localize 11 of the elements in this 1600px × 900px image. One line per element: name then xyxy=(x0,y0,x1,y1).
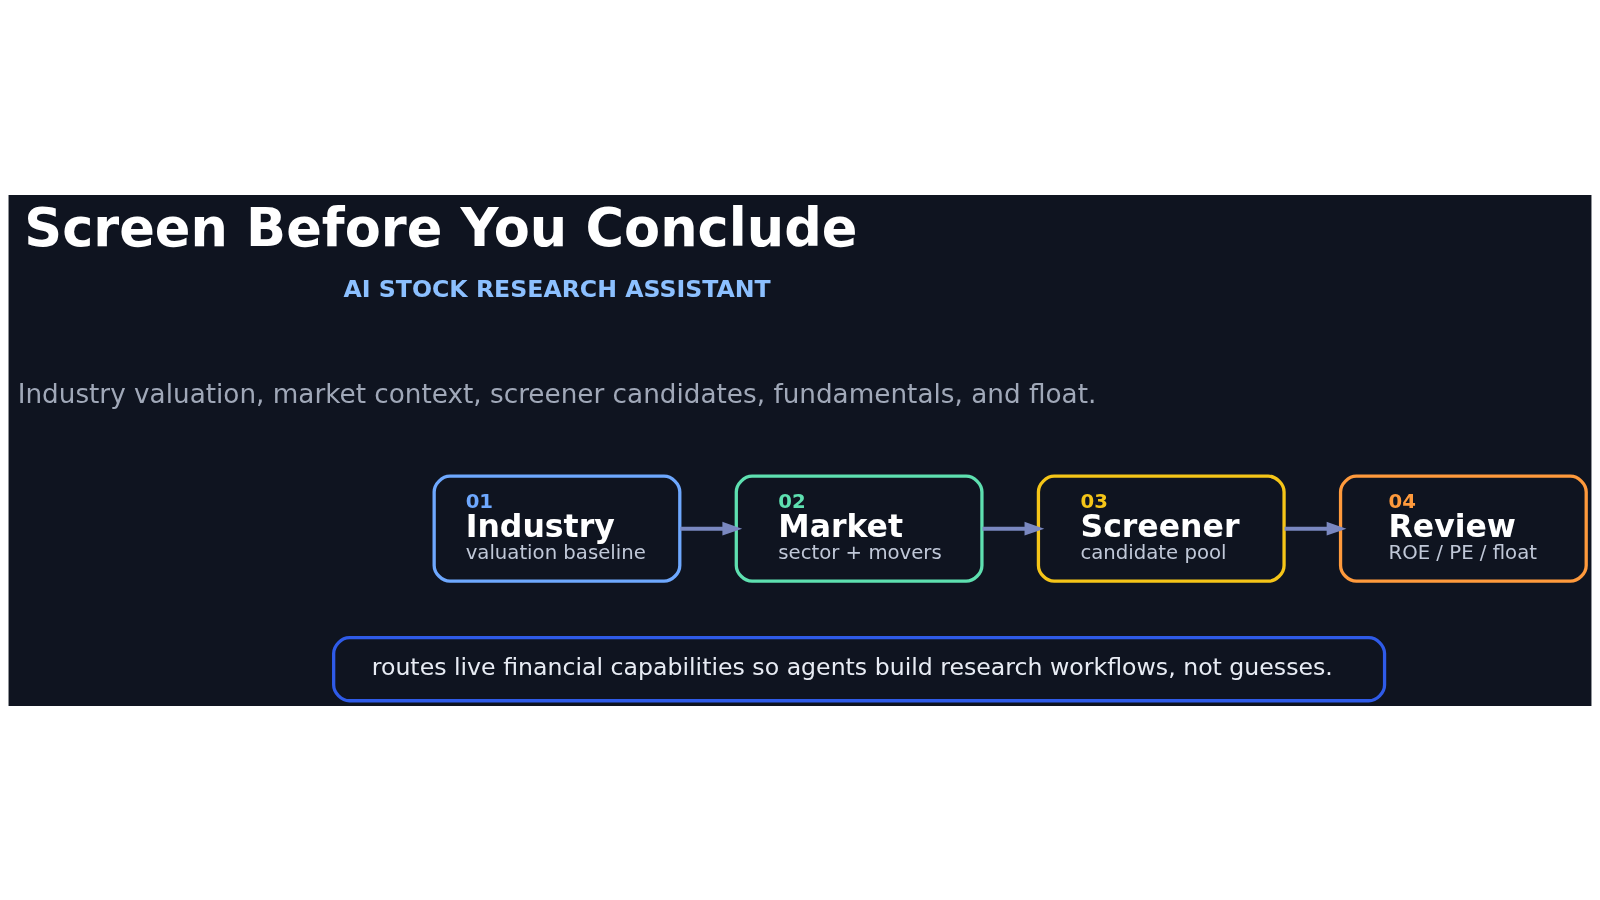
node-box: 02 Market sector + movers xyxy=(734,474,984,583)
node-box: 04 Review ROE / PE / float xyxy=(1338,474,1588,583)
node-box: 01 Industry valuation baseline xyxy=(432,474,682,583)
arrow xyxy=(680,521,743,536)
arrow xyxy=(982,521,1045,536)
node-box: 03 Screener candidate pool xyxy=(1036,474,1286,583)
node-box: routes live financial capabilities so agents build research workflows, not guesses. xyxy=(332,635,1387,702)
diagram-title: Screen Before You Conclude xyxy=(24,196,858,258)
label: Industry valuation, market context, screener candidates, fundamentals, and float. xyxy=(17,378,1097,409)
label: AI STOCK RESEARCH ASSISTANT xyxy=(343,274,771,303)
arrow xyxy=(1284,521,1347,536)
